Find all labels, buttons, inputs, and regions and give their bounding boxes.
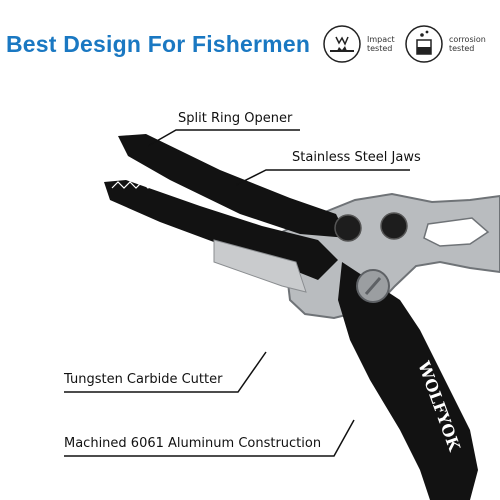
pivot-screw-right xyxy=(380,212,408,240)
callout-split-ring-opener: Split Ring Opener xyxy=(178,111,293,126)
upper-jaw xyxy=(118,134,348,238)
impact-icon xyxy=(323,25,361,63)
impact-tested-label: Impact tested xyxy=(367,35,395,53)
cutter-insert xyxy=(213,239,307,293)
corrosion-label-line-2: tested xyxy=(449,44,475,53)
callout-tungsten-carbide-cutter: Tungsten Carbide Cutter xyxy=(64,372,223,387)
callout-stainless-steel-jaws: Stainless Steel Jaws xyxy=(292,150,421,165)
headline: Best Design For Fishermen xyxy=(6,31,311,57)
corrosion-tested-label: corrosion tested xyxy=(449,35,486,53)
lower-jaw xyxy=(104,180,338,280)
leader-line-cutter xyxy=(64,351,267,393)
pivot-screw-left xyxy=(334,214,362,242)
impact-tested-badge: Impact tested xyxy=(322,24,395,64)
handle-cutout xyxy=(423,217,490,247)
corrosion-icon xyxy=(405,25,443,63)
jaw-serrations xyxy=(111,181,173,189)
leader-line-jaws xyxy=(235,169,410,186)
callout-aluminum-construction: Machined 6061 Aluminum Construction xyxy=(64,436,322,451)
impact-label-line-2: tested xyxy=(367,44,393,53)
corrosion-label-line-1: corrosion xyxy=(449,35,486,44)
impact-label-line-1: Impact xyxy=(367,35,395,44)
leader-line-aluminum xyxy=(64,419,355,457)
corrosion-tested-badge: corrosion tested xyxy=(404,24,486,64)
leader-line-split-ring xyxy=(147,129,300,147)
black-handle xyxy=(338,262,478,500)
center-screw-slot xyxy=(364,277,382,295)
